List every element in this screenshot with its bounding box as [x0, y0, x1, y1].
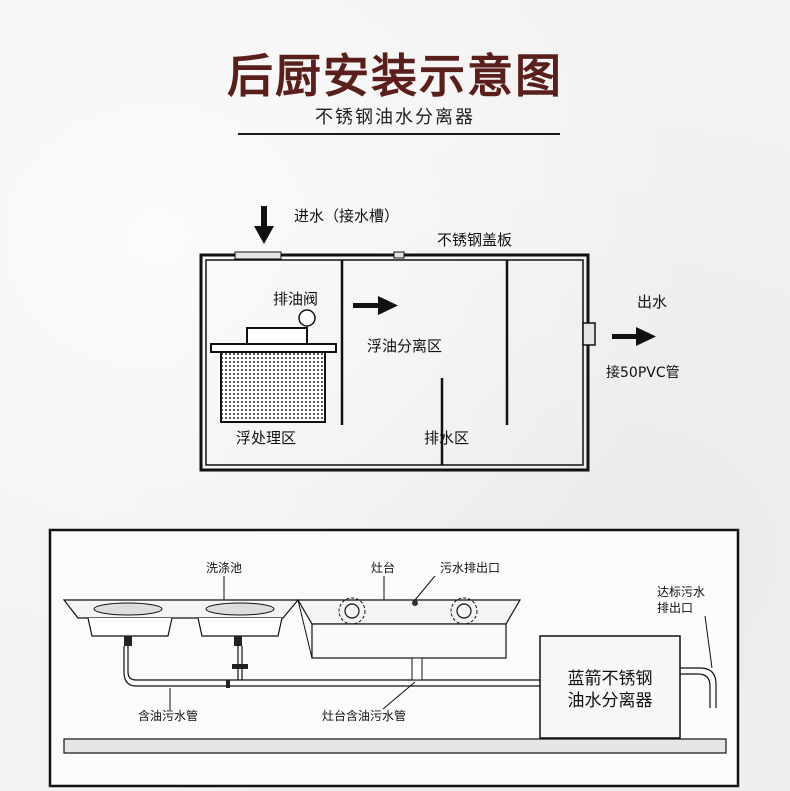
outlet-stub: [582, 322, 596, 346]
flow-arrow-icon: [353, 296, 398, 315]
stove-pipe-label: 灶台含油污水管: [322, 708, 406, 723]
burner-left-icon: [338, 597, 366, 625]
separator-top-view: 进水（接水槽） 不锈钢盖板 排油阀 浮油分离区 浮处理区 排水区: [199, 206, 680, 472]
tank-inner-wall: [205, 259, 584, 466]
outlet-arrow-icon: [612, 327, 656, 346]
stove-top: [296, 599, 522, 625]
device-label-line2: 油水分离器: [568, 691, 653, 711]
oil-valve-icon: [298, 309, 316, 327]
burner-right-icon: [450, 597, 478, 625]
drain-zone-label: 排水区: [424, 429, 469, 447]
float-zone-label: 浮油分离区: [367, 337, 442, 355]
inlet-arrow-icon: [254, 206, 274, 244]
stove-label: 灶台: [371, 560, 395, 575]
title-divider: [238, 133, 560, 135]
page-subtitle: 不锈钢油水分离器: [315, 107, 475, 128]
stove-outlet-icon: [412, 600, 418, 606]
filter-basket: [220, 351, 326, 423]
page-title: 后厨安装示意图: [227, 49, 563, 103]
pvc-label: 接50PVC管: [606, 364, 680, 381]
oily-pipe-label: 含油污水管: [138, 708, 198, 723]
kitchen-installation-view: 洗涤池 灶台 污水排出口 蓝箭不锈钢 油水分离器 达标污水 排出口 含油污水管: [48, 528, 740, 788]
sink-basin-right: [197, 617, 283, 637]
device-label-line1: 蓝箭不锈钢: [568, 669, 653, 689]
basket-lid: [246, 327, 308, 345]
cover-label: 不锈钢盖板: [437, 231, 512, 249]
sink-basin-left: [87, 617, 173, 637]
float-area-label: 浮处理区: [236, 429, 296, 447]
outlet-label: 出水: [637, 293, 667, 311]
inlet-label: 进水（接水槽）: [294, 207, 399, 225]
stove-body: [311, 623, 507, 659]
stove-outlet-label: 污水排出口: [440, 561, 500, 575]
oil-valve-label: 排油阀: [273, 290, 318, 308]
standard-outlet-label-2: 排出口: [657, 601, 693, 615]
sink-label: 洗涤池: [206, 561, 242, 575]
separator-device: [539, 635, 681, 739]
standard-outlet-label-1: 达标污水: [657, 585, 705, 599]
floor: [63, 738, 727, 754]
